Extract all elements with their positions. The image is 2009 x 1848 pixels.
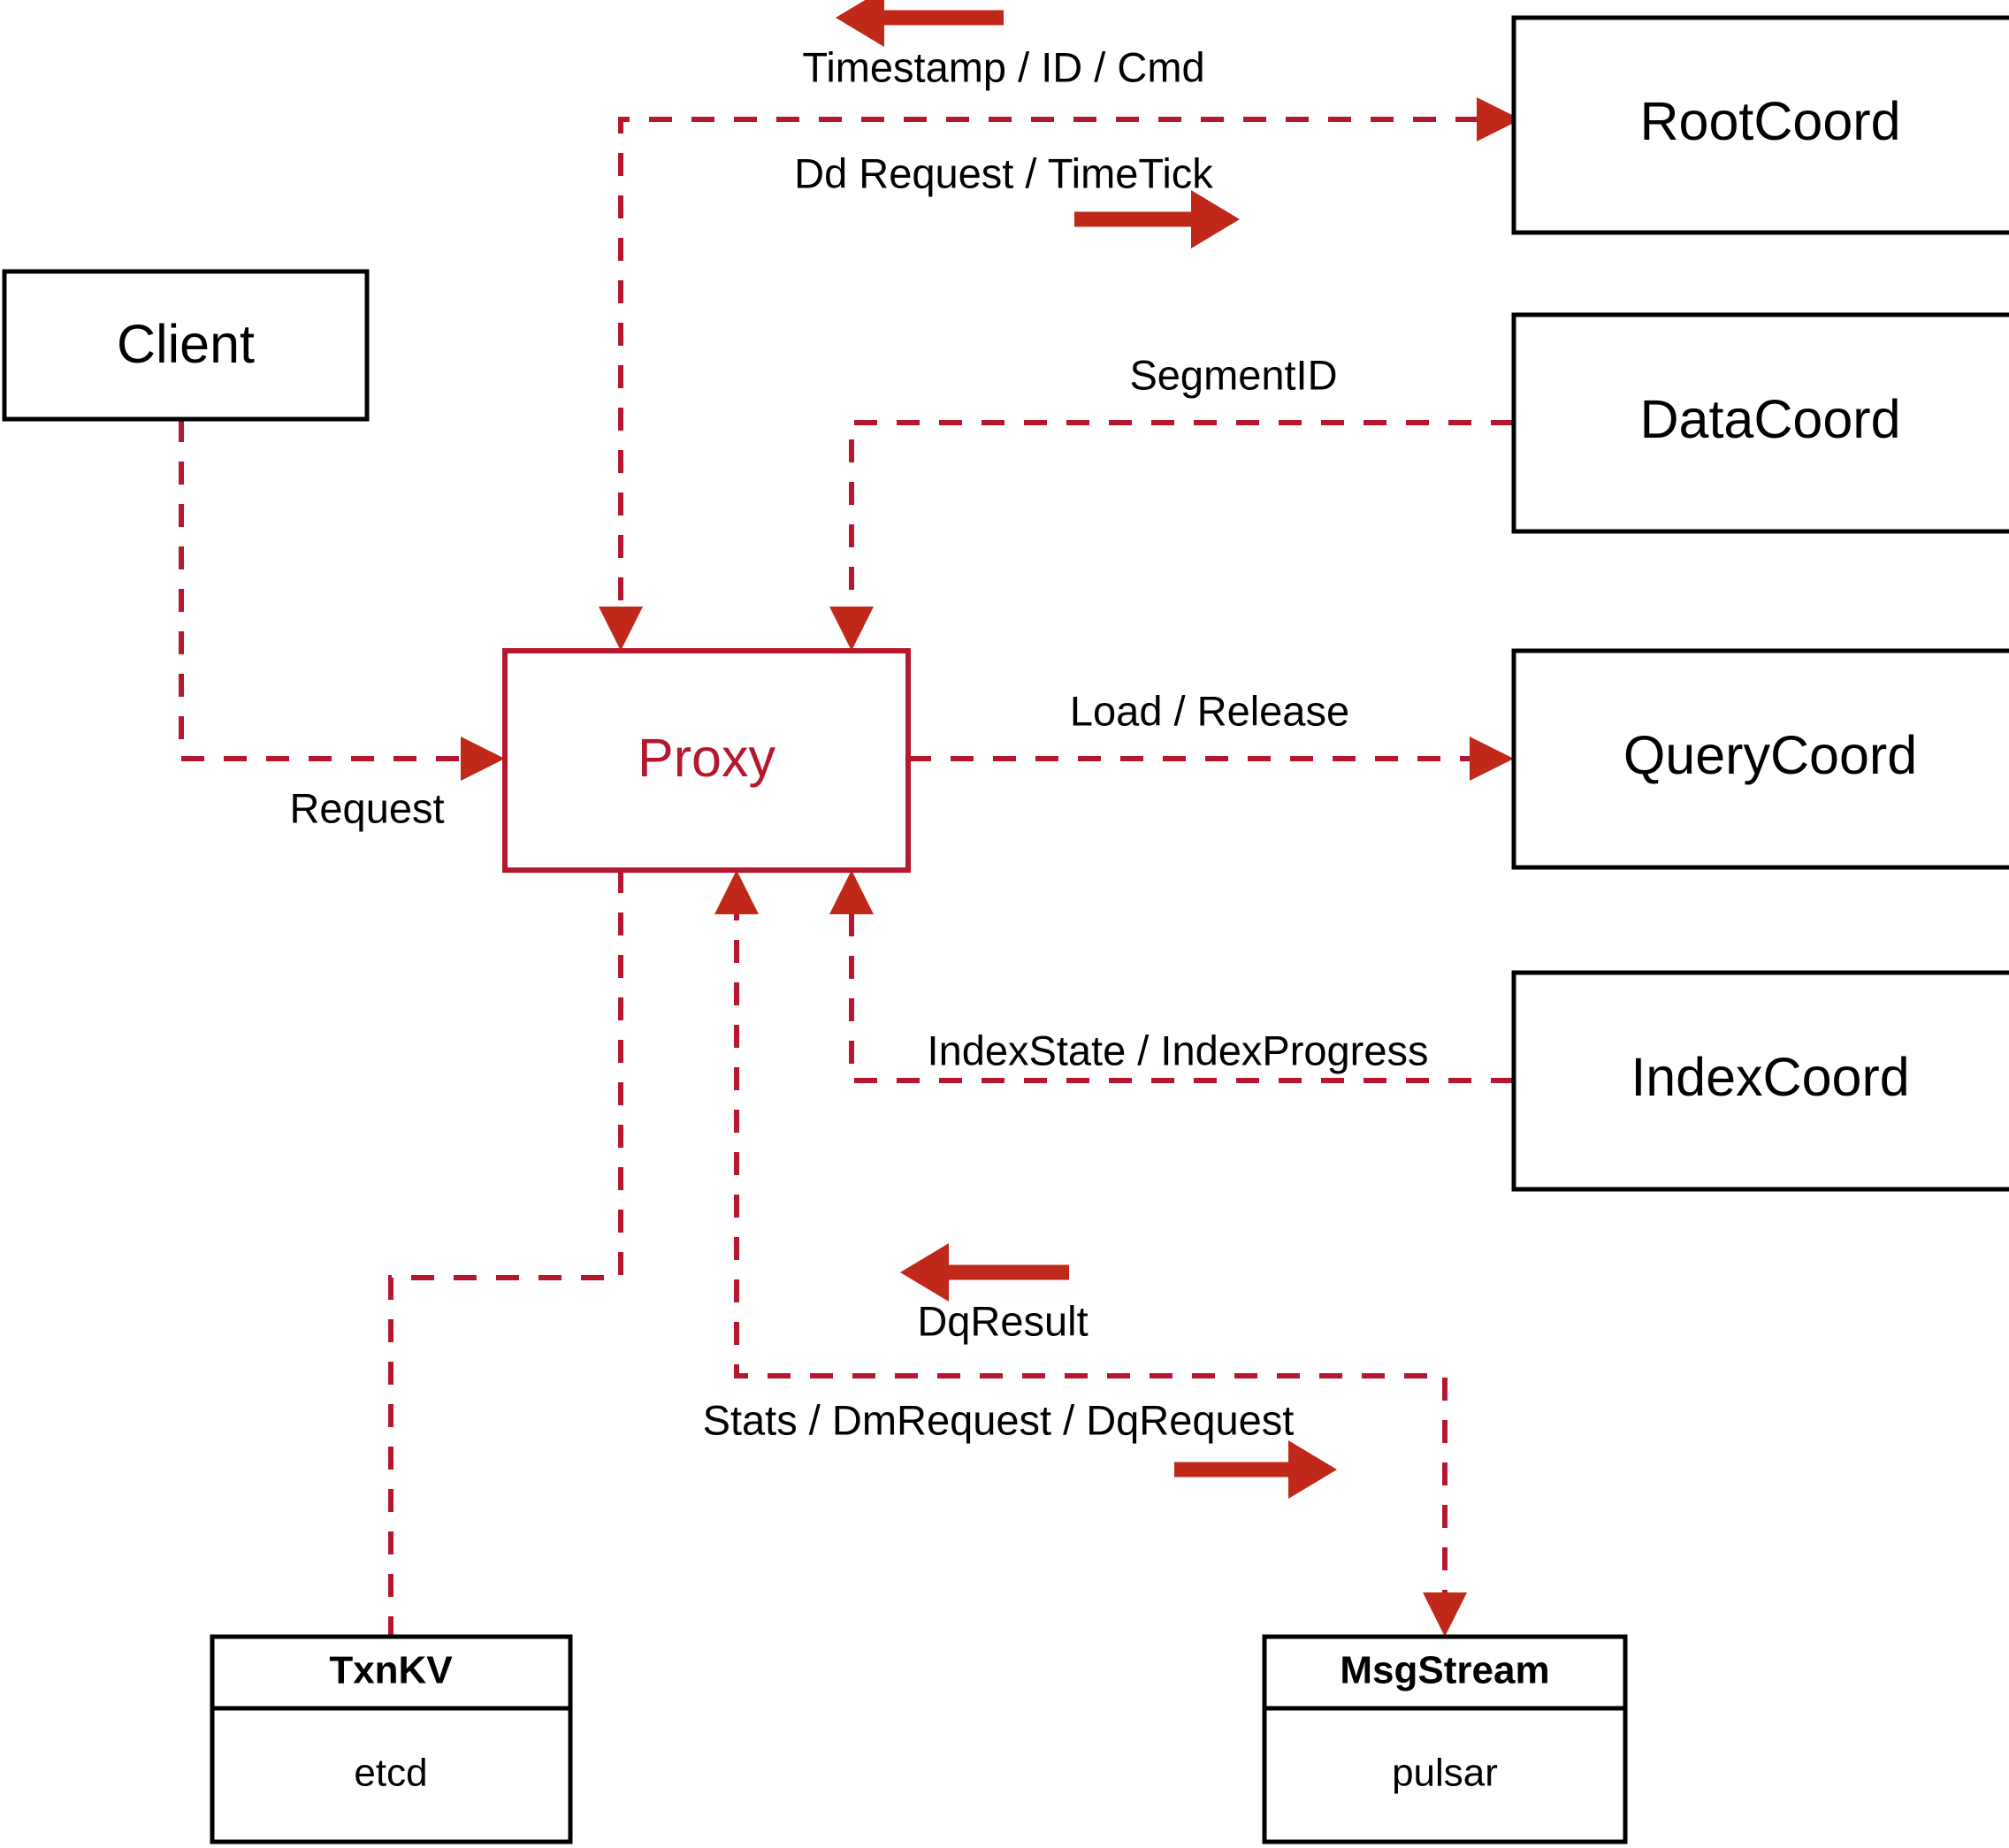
node-rootcoord[interactable]: RootCoord	[1511, 15, 2009, 235]
node-rootcoord-label: RootCoord	[1640, 91, 1901, 151]
node-querycoord[interactable]: QueryCoord	[1511, 648, 2009, 870]
direction-arrow-timestamp-left	[836, 0, 1004, 47]
edge-label-load-release: Load / Release	[1070, 687, 1349, 734]
direction-arrow-dqrequest-right	[1174, 1440, 1337, 1499]
edge-proxy-rootcoord-channel	[599, 97, 1521, 651]
edge-label-timestamp-id-cmd: Timestamp / ID / Cmd	[802, 43, 1204, 90]
node-client-label: Client	[117, 314, 255, 374]
node-proxy-label: Proxy	[638, 728, 775, 788]
edge-label-dqresult: DqResult	[917, 1297, 1088, 1344]
edge-proxy-to-querycoord	[908, 737, 1514, 781]
edge-label-stats-dmrequest-dqrequest: Stats / DmRequest / DqRequest	[703, 1396, 1295, 1443]
direction-arrow-dqresult-left	[900, 1243, 1069, 1302]
edge-proxy-to-txnkv	[388, 870, 623, 1637]
node-msgstream[interactable]: MsgStream pulsar	[1262, 1634, 1628, 1844]
node-msgstream-impl-label: pulsar	[1392, 1752, 1498, 1795]
node-datacoord-label: DataCoord	[1640, 389, 1901, 449]
edge-client-to-proxy	[179, 419, 505, 781]
edge-label-dd-request-timetick: Dd Request / TimeTick	[794, 149, 1213, 196]
node-datacoord[interactable]: DataCoord	[1511, 312, 2009, 534]
node-proxy[interactable]: Proxy	[502, 648, 911, 873]
edge-label-segmentid: SegmentID	[1129, 351, 1337, 398]
node-msgstream-label: MsgStream	[1340, 1649, 1549, 1692]
edge-indexcoord-to-proxy	[829, 870, 1514, 1083]
node-client[interactable]: Client	[2, 269, 370, 422]
edge-label-request: Request	[289, 784, 444, 831]
node-indexcoord-label: IndexCoord	[1631, 1047, 1909, 1107]
edge-proxy-to-msgstream	[714, 870, 1467, 1637]
edge-datacoord-to-proxy	[829, 420, 1514, 651]
direction-arrow-ddrequest-right	[1074, 190, 1240, 248]
node-indexcoord[interactable]: IndexCoord	[1511, 970, 2009, 1192]
node-querycoord-label: QueryCoord	[1623, 725, 1917, 785]
node-txnkv-impl-label: etcd	[354, 1752, 427, 1795]
node-txnkv-label: TxnKV	[329, 1649, 453, 1692]
edge-label-indexstate-indexprogress: IndexState / IndexProgress	[928, 1027, 1429, 1073]
node-txnkv[interactable]: TxnKV etcd	[210, 1634, 573, 1844]
